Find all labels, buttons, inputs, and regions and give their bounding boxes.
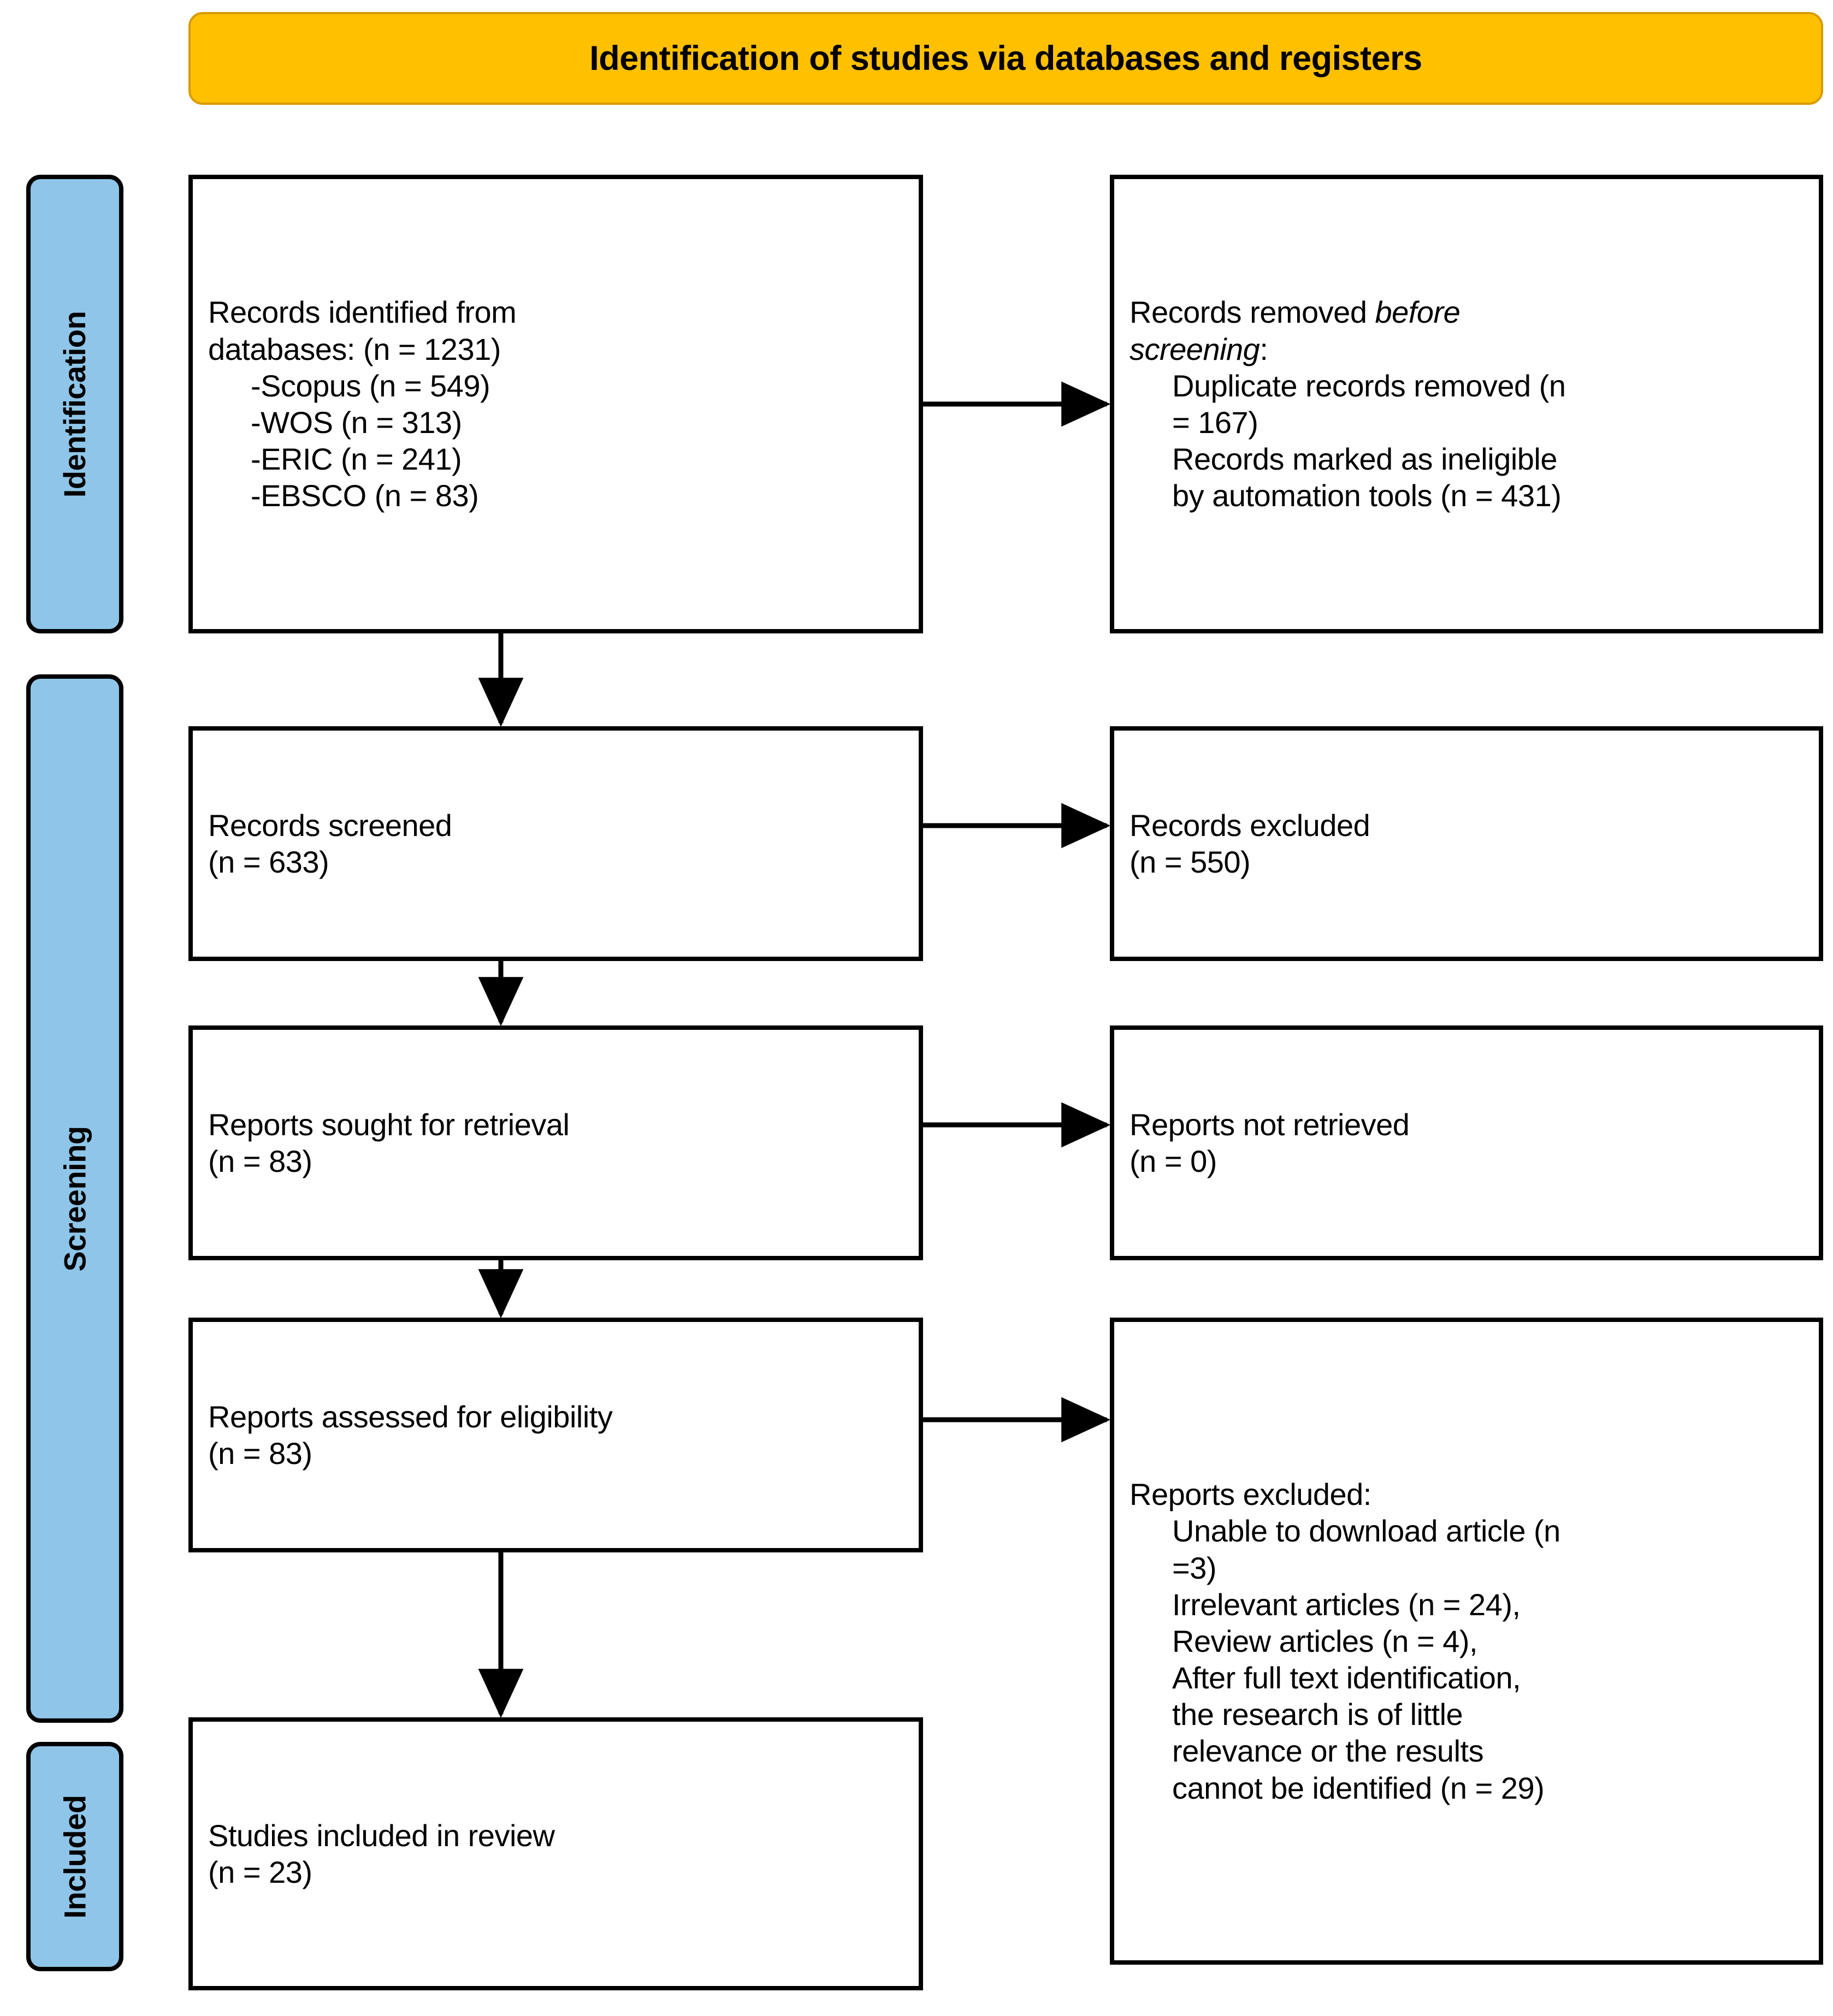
- stage-label-included: Included: [57, 1794, 92, 1919]
- stage-label-identification: Identification: [57, 311, 92, 497]
- records-identified-line2: databases: (n = 1231): [208, 331, 501, 366]
- box-records-removed-text: Records removed before screening: Duplic…: [1114, 294, 1819, 514]
- records-removed-line1: Records removed before: [1130, 294, 1804, 330]
- records-screened-count: (n = 633): [208, 845, 329, 879]
- records-excluded-count: (n = 550): [1130, 845, 1251, 879]
- reports-excluded-unable-1: Unable to download article (n: [1172, 1514, 1560, 1549]
- reports-excluded-fulltext-2: the research is of little: [1172, 1697, 1463, 1732]
- box-studies-included-in-review: Studies included in review (n = 23): [188, 1717, 923, 1990]
- records-identified-ebsco: -EBSCO (n = 83): [251, 478, 479, 513]
- records-removed-line2: screening:: [1130, 331, 1804, 367]
- box-reports-sought-for-retrieval: Reports sought for retrieval (n = 83): [188, 1025, 923, 1260]
- reports-excluded-review: Review articles (n = 4),: [1172, 1623, 1478, 1658]
- records-removed-colon: :: [1260, 331, 1268, 366]
- reports-excluded-fulltext-3: relevance or the results: [1172, 1734, 1484, 1769]
- box-reports-excluded: Reports excluded: Unable to download art…: [1110, 1318, 1823, 1965]
- box-reports-sought-text: Reports sought for retrieval (n = 83): [193, 1106, 919, 1179]
- records-excluded-label: Records excluded: [1130, 808, 1370, 843]
- box-records-screened-text: Records screened (n = 633): [193, 807, 919, 880]
- reports-excluded-unable-2: =3): [1172, 1550, 1217, 1585]
- records-removed-italic-before: before: [1375, 295, 1461, 330]
- box-records-excluded: Records excluded (n = 550): [1110, 726, 1823, 961]
- reports-not-retrieved-count: (n = 0): [1130, 1144, 1217, 1178]
- records-removed-prefix: Records removed: [1130, 295, 1375, 330]
- reports-sought-label: Reports sought for retrieval: [208, 1107, 570, 1142]
- box-records-screened: Records screened (n = 633): [188, 726, 923, 961]
- box-reports-assessed-text: Reports assessed for eligibility (n = 83…: [193, 1398, 919, 1472]
- reports-excluded-label: Reports excluded:: [1130, 1477, 1371, 1512]
- box-records-excluded-text: Records excluded (n = 550): [1114, 807, 1819, 880]
- box-records-identified-text: Records identified from databases: (n = …: [193, 294, 919, 514]
- box-reports-not-retrieved: Reports not retrieved (n = 0): [1110, 1025, 1823, 1260]
- stage-band-identification: Identification: [26, 175, 123, 633]
- records-removed-italic-screening: screening: [1130, 331, 1260, 366]
- records-removed-ineligible-1: Records marked as ineligible: [1172, 442, 1558, 477]
- stage-band-included: Included: [26, 1742, 123, 1971]
- records-identified-scopus: -Scopus (n = 549): [251, 368, 490, 403]
- box-reports-not-retrieved-text: Reports not retrieved (n = 0): [1114, 1106, 1819, 1179]
- studies-included-count: (n = 23): [208, 1855, 312, 1889]
- box-studies-included-text: Studies included in review (n = 23): [193, 1817, 919, 1890]
- studies-included-label: Studies included in review: [208, 1818, 555, 1853]
- box-records-removed-before-screening: Records removed before screening: Duplic…: [1110, 175, 1823, 633]
- reports-assessed-label: Reports assessed for eligibility: [208, 1399, 613, 1434]
- records-identified-wos: -WOS (n = 313): [251, 405, 462, 440]
- diagram-header-banner: Identification of studies via databases …: [188, 12, 1823, 105]
- box-reports-excluded-text: Reports excluded: Unable to download art…: [1114, 1476, 1819, 1806]
- reports-not-retrieved-label: Reports not retrieved: [1130, 1107, 1410, 1142]
- box-reports-assessed-for-eligibility: Reports assessed for eligibility (n = 83…: [188, 1318, 923, 1552]
- records-identified-line1: Records identified from: [208, 295, 517, 330]
- records-removed-duplicates-1: Duplicate records removed (n: [1172, 368, 1566, 403]
- stage-label-screening: Screening: [57, 1125, 92, 1272]
- reports-sought-count: (n = 83): [208, 1144, 312, 1178]
- records-removed-ineligible-2: by automation tools (n = 431): [1172, 478, 1562, 513]
- records-identified-eric: -ERIC (n = 241): [251, 442, 462, 477]
- reports-assessed-count: (n = 83): [208, 1436, 312, 1471]
- reports-excluded-irrelevant: Irrelevant articles (n = 24),: [1172, 1587, 1521, 1622]
- box-records-identified: Records identified from databases: (n = …: [188, 175, 923, 633]
- reports-excluded-fulltext-1: After full text identification,: [1172, 1661, 1521, 1695]
- stage-band-screening: Screening: [26, 674, 123, 1723]
- records-removed-duplicates-2: = 167): [1172, 405, 1258, 440]
- records-screened-label: Records screened: [208, 808, 452, 843]
- page-title: Identification of studies via databases …: [589, 39, 1422, 78]
- reports-excluded-fulltext-4: cannot be identified (n = 29): [1172, 1770, 1545, 1805]
